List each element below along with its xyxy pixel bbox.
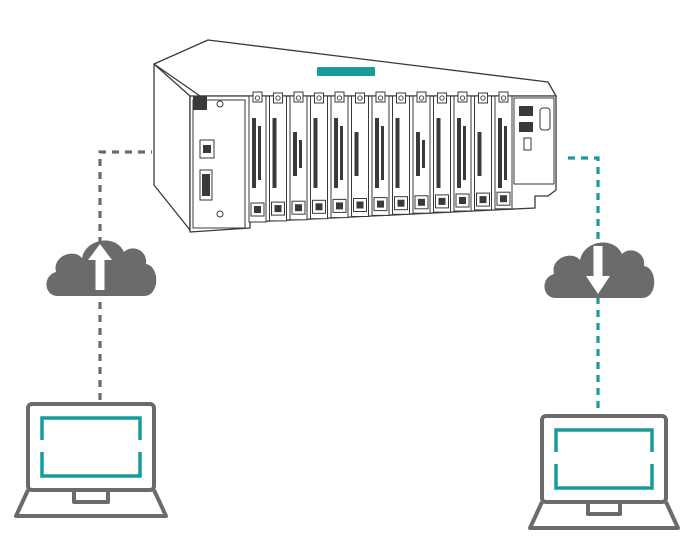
- card-port-jack: [500, 195, 507, 203]
- left-laptop-icon: [14, 402, 168, 518]
- screw-icon: [216, 100, 224, 108]
- laptop-keyboard-base: [528, 501, 680, 530]
- chassis-top-label: [317, 67, 375, 76]
- card-slot: [474, 92, 492, 211]
- card-port-jack: [295, 204, 302, 212]
- card-slot: [351, 92, 369, 217]
- card-connector: [313, 118, 318, 188]
- card-port-jack: [438, 197, 446, 205]
- card-connector: [299, 140, 302, 168]
- chassis-control-panel: [513, 97, 555, 185]
- card-connector: [354, 132, 359, 176]
- card-connector: [293, 132, 297, 176]
- card-connector: [375, 118, 379, 188]
- card-slot: [392, 92, 410, 215]
- chassis-side: [153, 63, 191, 231]
- screw-icon: [275, 95, 281, 101]
- card-connector: [272, 118, 277, 188]
- card-slot: [248, 91, 267, 223]
- card-connector: [436, 118, 441, 188]
- card-connector: [422, 140, 425, 168]
- card-port-jack: [397, 199, 405, 207]
- card-connector: [340, 126, 343, 180]
- card-port-jack: [315, 203, 323, 211]
- card-port-jack: [377, 200, 384, 208]
- ethernet-port-icon: [519, 106, 533, 116]
- screw-icon: [480, 95, 486, 101]
- card-connector: [258, 126, 261, 180]
- card-connector: [252, 118, 256, 188]
- card-slot: [330, 91, 349, 219]
- card-slot: [269, 92, 287, 222]
- card-port-jack: [336, 202, 343, 210]
- card-port-jack: [418, 198, 425, 206]
- screw-icon: [254, 95, 261, 101]
- card-slot: [289, 91, 308, 221]
- card-slot: [433, 92, 451, 213]
- screw-icon: [316, 95, 322, 101]
- screw-icon: [357, 95, 363, 101]
- console-port-icon: [539, 107, 551, 131]
- right-laptop-icon: [528, 414, 680, 530]
- laptop-lid: [26, 402, 156, 492]
- card-slot: [494, 91, 513, 210]
- upload-arrow-icon: [88, 244, 112, 290]
- network-chassis-icon: [153, 39, 557, 233]
- card-connector: [334, 118, 338, 188]
- card-slot: [453, 91, 472, 212]
- card-port-jack: [459, 197, 466, 204]
- screw-icon: [216, 210, 224, 218]
- screw-icon: [398, 95, 404, 101]
- card-slots: [248, 91, 513, 223]
- card-connector: [395, 118, 400, 188]
- laptop-lid: [540, 414, 668, 504]
- chassis-power-panel: [192, 99, 246, 229]
- card-connector: [504, 126, 507, 180]
- screw-icon: [336, 95, 343, 101]
- card-connector: [463, 126, 466, 180]
- cloud-download-icon: [544, 242, 655, 298]
- power-switch-icon: [193, 96, 207, 110]
- card-port-jack: [356, 201, 364, 209]
- card-connector: [477, 132, 482, 176]
- screw-icon: [459, 95, 466, 101]
- screw-icon: [377, 95, 384, 101]
- card-connector: [416, 132, 420, 176]
- laptop-screen: [554, 428, 654, 490]
- card-slot: [371, 91, 390, 216]
- screw-icon: [418, 95, 425, 101]
- status-indicator: [523, 137, 532, 151]
- card-slot: [412, 91, 431, 214]
- card-connector: [381, 126, 384, 180]
- ethernet-port-icon: [519, 122, 533, 132]
- download-arrow-icon: [586, 246, 610, 294]
- upload-link-line: [98, 150, 152, 400]
- card-connector: [498, 118, 502, 188]
- card-port-jack: [254, 206, 261, 213]
- screw-icon: [295, 95, 302, 101]
- card-port-jack: [479, 196, 487, 204]
- laptop-screen: [40, 416, 142, 478]
- card-port-jack: [274, 205, 282, 213]
- card-connector: [457, 118, 461, 188]
- screw-icon: [500, 95, 507, 101]
- cloud-upload-icon: [46, 240, 157, 296]
- download-link-line: [568, 156, 600, 412]
- card-slot: [310, 92, 328, 220]
- laptop-keyboard-base: [14, 489, 168, 518]
- screw-icon: [439, 95, 445, 101]
